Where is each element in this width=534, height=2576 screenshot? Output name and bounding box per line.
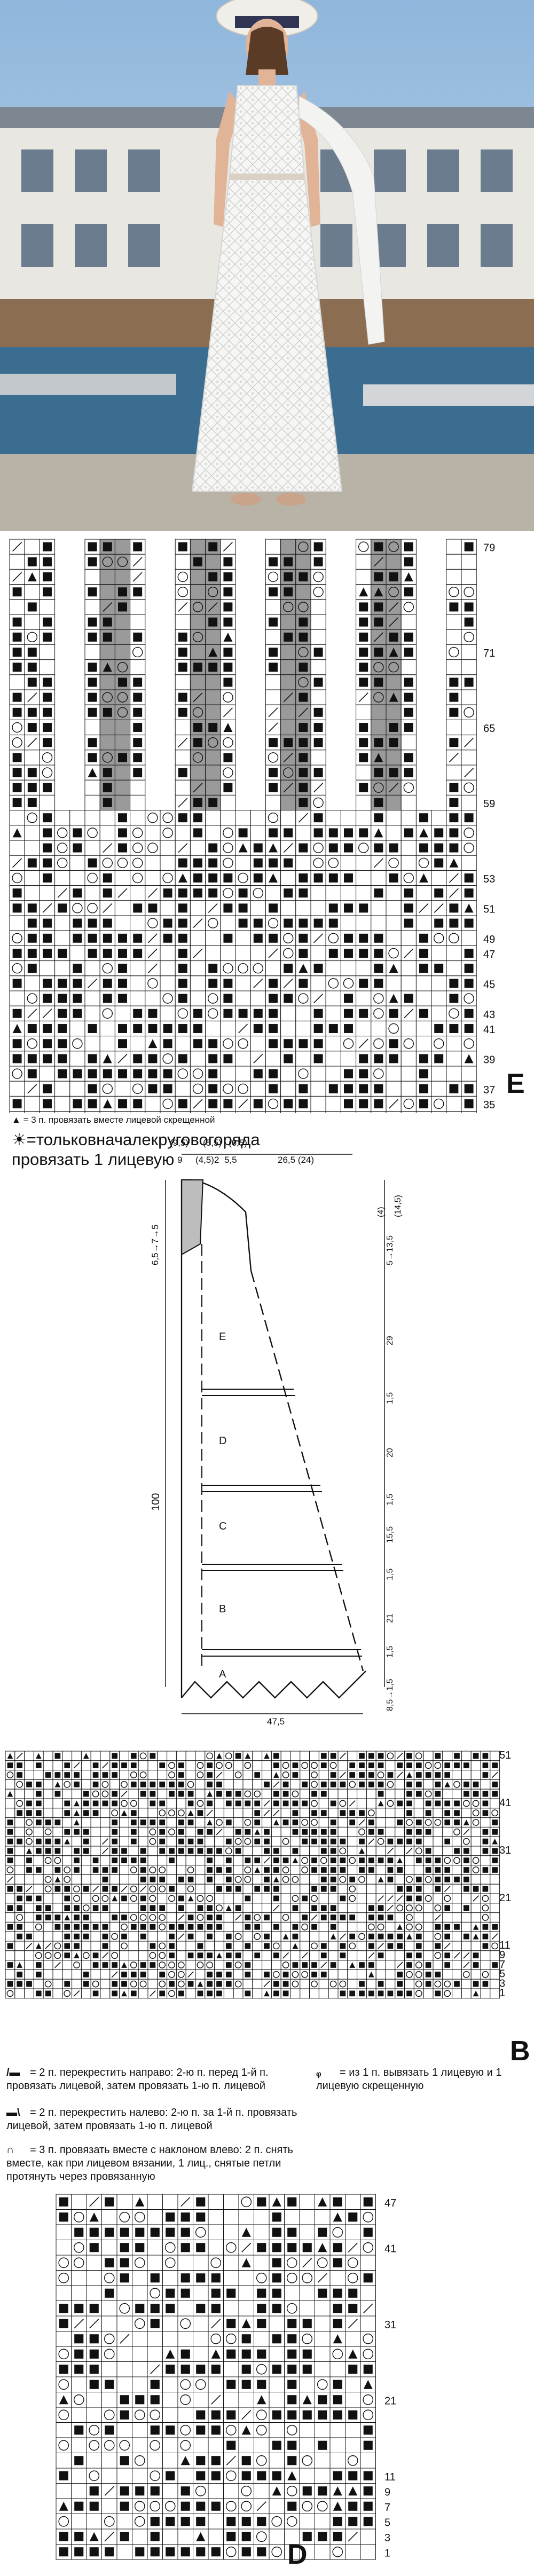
schem-left-top: 6,5→7→5 <box>150 1224 160 1265</box>
legend-e-star-text-2: провязать 1 лицевую <box>12 1150 175 1169</box>
section-d: D <box>219 1435 226 1447</box>
schem-right-0: 5→13,5 <box>386 1235 395 1265</box>
schem-right-4: 1,5 <box>386 1392 395 1404</box>
schem-mid-2: (4,5)2 <box>195 1155 219 1165</box>
row-number: 79 <box>483 542 495 554</box>
schem-right-2: (14,5) <box>394 1195 403 1217</box>
legend-e-triangle-text: = 3 п. провязать вместе лицевой скрещенн… <box>23 1115 215 1125</box>
row-number: 5 <box>384 2517 390 2528</box>
schem-mid-4: 26,5 (24) <box>278 1155 314 1165</box>
section-a: A <box>219 1668 226 1680</box>
row-number: 53 <box>483 873 495 885</box>
legend-b-cross-right-text: = 2 п. перекрестить направо: 2-ю п. пере… <box>6 2067 269 2092</box>
dress-photo-illustration <box>0 0 534 531</box>
cross-left-icon: ▬\ <box>6 2107 20 2118</box>
schem-right-5: 20 <box>386 1448 395 1458</box>
row-number: 49 <box>483 934 495 946</box>
legend-b-cross-left-text: = 2 п. перекрестить налево: 2-ю п. за 1-… <box>6 2107 297 2132</box>
row-number: 51 <box>499 1750 511 1761</box>
section-b: B <box>219 1603 226 1615</box>
schem-top-3: (6,5) <box>229 1138 247 1148</box>
row-number: 3 <box>499 1978 505 1989</box>
dress-schematic: (9,5) (5,5) (6,5) 9 (4,5)2 5,5 26,5 (24)… <box>150 1137 406 1730</box>
row-number: 11 <box>384 2471 396 2483</box>
legend-b-cross-left: ▬\= 2 п. перекрестить налево: 2-ю п. за … <box>6 2106 305 2133</box>
row-number: 39 <box>483 1054 495 1066</box>
row-number: 65 <box>483 723 495 735</box>
row-number: 43 <box>483 1009 495 1021</box>
schem-right-11: 8,5→1,5 <box>386 1679 395 1711</box>
triangle-icon: ▲ <box>12 1115 23 1125</box>
row-number: 3 <box>384 2532 390 2544</box>
schem-right-3: 29 <box>386 1336 395 1345</box>
schem-height: 100 <box>150 1493 162 1511</box>
schem-bottom: 47,5 <box>267 1716 285 1727</box>
schem-right-9: 21 <box>386 1613 395 1623</box>
row-number: 9 <box>499 1949 505 1961</box>
schem-right-1: (4) <box>376 1207 386 1217</box>
row-number: 1 <box>499 1987 505 1999</box>
row-number: 7 <box>384 2502 390 2514</box>
row-number: 7 <box>499 1959 505 1971</box>
row-number: 31 <box>384 2319 396 2331</box>
row-number: 41 <box>384 2243 396 2255</box>
row-number: 11 <box>499 1940 511 1951</box>
row-number: 47 <box>483 949 495 960</box>
row-number: 31 <box>499 1845 511 1856</box>
schem-right-8: 1,5 <box>386 1569 395 1580</box>
row-number: 35 <box>483 1099 495 1111</box>
chart-e-label: E <box>506 1068 525 1099</box>
row-number: 41 <box>483 1024 495 1036</box>
schem-right-6: 1,5 <box>386 1494 395 1506</box>
row-number: 51 <box>483 903 495 915</box>
row-number: 21 <box>499 1892 511 1904</box>
schem-top-2: (5,5) <box>203 1138 222 1148</box>
legend-e-triangle: ▲ = 3 п. провязать вместе лицевой скреще… <box>12 1115 215 1125</box>
row-number: 9 <box>384 2486 390 2498</box>
row-number: 71 <box>483 648 495 659</box>
knitting-chart-e: 7971655953514947454341393735333121119753… <box>0 534 534 1113</box>
legend-b-increase: ᵩ= из 1 п. вывязать 1 лицевую и 1 лицеву… <box>316 2066 530 2093</box>
row-number: 45 <box>483 979 495 990</box>
schem-mid-3: 5,5 <box>224 1155 237 1165</box>
chart-b-label: B <box>510 2036 530 2067</box>
row-number: 5 <box>499 1968 505 1980</box>
decrease-left-icon: ∩ <box>6 2144 14 2156</box>
legend-e-star-text: ☀=тольковначалекруговогоряда <box>12 1130 260 1149</box>
section-c: C <box>219 1521 226 1532</box>
legend-b-increase-text: = из 1 п. вывязать 1 лицевую и 1 лицевую… <box>316 2067 502 2092</box>
schem-top-1: (9,5) <box>170 1138 189 1148</box>
schem-right-7: 15,5 <box>386 1526 395 1543</box>
legend-b-cross-right: /▬= 2 п. перекрестить направо: 2-ю п. пе… <box>6 2066 305 2093</box>
legend-b-dec-left-text: = 3 п. провязать вместе с наклоном влево… <box>6 2144 293 2183</box>
section-e: E <box>219 1331 226 1343</box>
row-number: 37 <box>483 1084 495 1096</box>
legend-b-dec-left: ∩= 3 п. провязать вместе с наклоном влев… <box>6 2144 305 2184</box>
schem-mid-1: 9 <box>177 1155 182 1165</box>
row-number: 41 <box>499 1797 511 1809</box>
row-number: 1 <box>384 2547 390 2559</box>
schematic-drawing: (9,5) (5,5) (6,5) 9 (4,5)2 5,5 26,5 (24)… <box>150 1138 403 1727</box>
increase-icon: ᵩ <box>316 2067 321 2078</box>
row-number: 21 <box>384 2395 396 2407</box>
model-photo <box>0 0 534 531</box>
row-number: 47 <box>384 2197 396 2209</box>
legend-e-star: ☀=тольковначалекруговогоряда провязать 1… <box>12 1130 260 1169</box>
chart-e-grid: 7971655953514947454341393735333121119753… <box>9 539 495 1113</box>
chart-d-label: D <box>287 2539 308 2570</box>
schem-right-10: 1,5 <box>386 1646 395 1658</box>
row-number: 59 <box>483 798 495 810</box>
cross-right-icon: /▬ <box>6 2067 20 2078</box>
